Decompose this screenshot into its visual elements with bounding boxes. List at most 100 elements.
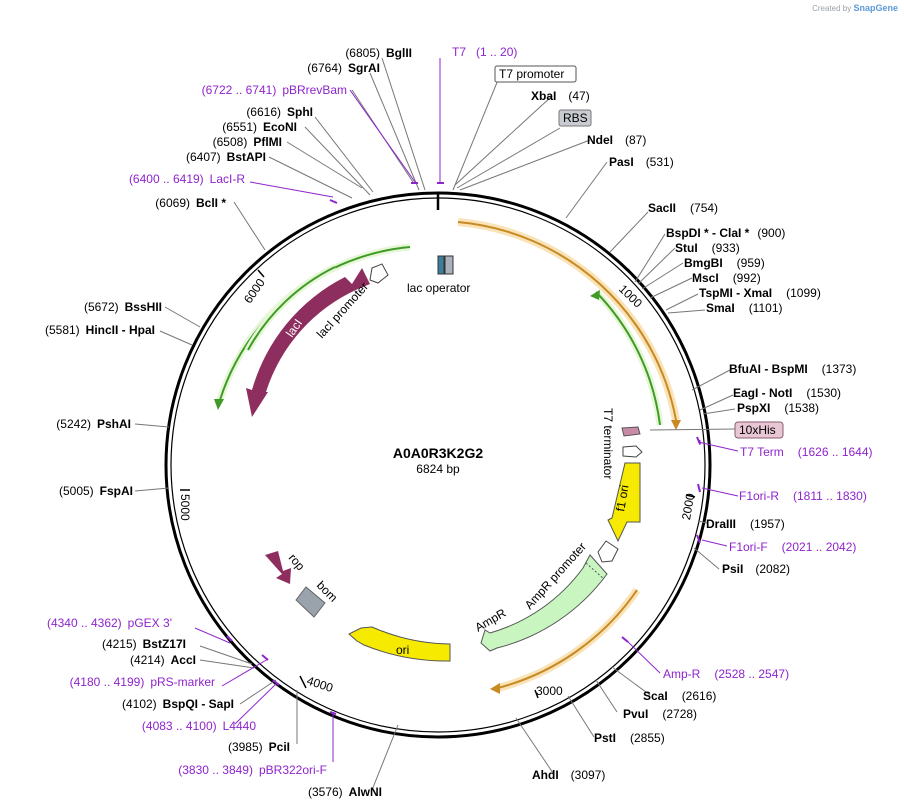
bstz17i-site[interactable]: BstZ17I [143,637,186,651]
green-arc-right [595,291,661,426]
svg-text:(6069)BclI *: (6069)BclI * [155,196,226,210]
primer-marks [226,182,701,715]
svg-text:T7 Term(1626 .. 1644): T7 Term(1626 .. 1644) [740,445,873,459]
ampr-promoter-marker[interactable] [597,540,619,563]
svg-text:AhdI(3097): AhdI(3097) [532,768,605,782]
svg-text:(6400 .. 6419)LacI-R: (6400 .. 6419)LacI-R [129,172,245,186]
ndei-site[interactable]: NdeI [587,133,613,147]
svg-text:XbaI(47): XbaI(47) [531,89,590,103]
svg-text:(4083 .. 4100)L4440: (4083 .. 4100)L4440 [142,719,256,733]
bspqi-site[interactable]: BspQI - SapI [163,697,234,711]
pspxi-site[interactable]: PspXI [737,401,770,415]
bstapi-site[interactable]: BstAPI [227,150,266,164]
ampr-primer-name[interactable]: Amp-R [663,667,701,681]
svg-text:(6616)SphI: (6616)SphI [246,105,313,119]
lac-operator-a[interactable] [437,255,445,275]
rbs-label[interactable]: RBS [563,111,588,125]
stui-site[interactable]: StuI [675,241,698,255]
pshai-site[interactable]: PshAI [97,417,131,431]
ampr-feature[interactable] [480,554,608,652]
tick-4000-mark [299,675,307,689]
laci-promoter-feature[interactable] [369,263,389,284]
svg-text:(3985)PciI: (3985)PciI [228,740,290,754]
laci-feature[interactable] [246,268,370,417]
ori-label: ori [396,643,409,657]
econi-site[interactable]: EcoNI [263,120,297,134]
pflmi-site[interactable]: PflMI [253,135,282,149]
pcii-site[interactable]: PciI [269,740,290,754]
sphi-site[interactable]: SphI [287,105,313,119]
credit-prefix: Created by [812,4,852,13]
msci-pos: (992) [733,271,761,285]
t7-name[interactable]: T7 [452,45,466,59]
bglii-site[interactable]: BglII [386,46,412,60]
his-label[interactable]: 10xHis [739,423,776,437]
alwni-site[interactable]: AlwNI [349,785,382,799]
pgex-range: (4340 .. 4362) [47,616,122,630]
sgrai-site[interactable]: SgrAI [348,61,380,75]
t7-promoter-label[interactable]: T7 promoter [499,67,564,81]
svg-text:BspDI * - ClaI *(900): BspDI * - ClaI *(900) [666,226,785,240]
sacii-site[interactable]: SacII [648,201,676,215]
f1orir-name[interactable]: F1ori-R [739,489,779,503]
psii-site[interactable]: PsiI [722,562,743,576]
pgex-name[interactable]: pGEX 3' [128,616,172,630]
eagi-site[interactable]: EagI - NotI [733,386,792,400]
l4440-name[interactable]: L4440 [223,719,257,733]
svg-text:MscI(992): MscI (992) [692,271,761,285]
xbai-site[interactable]: XbaI [531,89,556,103]
f1-ori-feature[interactable] [607,462,641,543]
t7term-name[interactable]: T7 Term [740,445,784,459]
svg-text:PasI(531): PasI(531) [609,155,674,169]
bmgbi-site[interactable]: BmgBI [684,256,723,270]
orange-arc-bottom-head [490,683,500,694]
t7-terminator-feature[interactable] [622,445,643,458]
rop-feature[interactable] [265,551,291,584]
lacir-name[interactable]: LacI-R [210,172,246,186]
bstapi-pos: (6407) [186,150,221,164]
svg-text:(6722 .. 6741)pBRrevBam: (6722 .. 6741) pBRrevBam [202,83,347,97]
rbs-box [558,109,592,127]
f1-ori-label: f1 ori [613,484,631,513]
hincii-site[interactable]: HincII - HpaI [86,323,155,337]
lac-operator-b[interactable] [444,255,454,275]
prs-name[interactable]: pRS-marker [150,675,215,689]
tspmi-site[interactable]: TspMI - XmaI [699,286,772,300]
snapgene-credit: Created by SnapGene [812,3,898,13]
fspai-site[interactable]: FspAI [100,484,133,498]
smai-site[interactable]: SmaI [706,301,735,315]
t7-terminator-label: T7 terminator [601,408,615,479]
pbrrevbam-range: (6722 .. 6741) [202,83,277,97]
svg-text:Amp-R(2528 .. 2547): Amp-R (2528 .. 2547) [663,667,789,681]
eagi-pos: (1530) [806,386,841,400]
his-tag-feature[interactable] [621,426,641,437]
draiii-site[interactable]: DraIII [706,517,736,531]
ahdi-site[interactable]: AhdI [532,768,559,782]
ori-feature[interactable] [348,626,451,662]
psti-site[interactable]: PstI [594,731,616,745]
acci-site[interactable]: AccI [171,653,196,667]
psii-pos: (2082) [755,562,790,576]
tick-1000-mark [627,268,636,279]
pasi-site[interactable]: PasI [609,155,634,169]
svg-text:(4214)AccI: (4214)AccI [130,653,196,667]
svg-text:PsiI(2082): PsiI (2082) [722,562,790,576]
svg-text:(4180 .. 4199)pRS-marker: (4180 .. 4199)pRS-marker [70,675,215,689]
bom-feature[interactable] [295,586,326,618]
pspxi-pos: (1538) [784,401,819,415]
f1orif-name[interactable]: F1ori-F [729,540,768,554]
svg-text:PstI(2855): PstI(2855) [594,731,665,745]
msci-site[interactable]: MscI [692,271,719,285]
bspdi-site[interactable]: BspDI * - ClaI * [666,226,750,240]
bsshii-site[interactable]: BssHII [125,300,162,314]
pbr322-name[interactable]: pBR322ori-F [259,763,327,777]
bfuai-site[interactable]: BfuAI - BspMI [729,362,808,376]
pvui-site[interactable]: PvuI [623,707,648,721]
scai-pos: (2616) [682,689,717,703]
svg-text:BmgBI(959): BmgBI(959) [684,256,765,270]
bcli-site[interactable]: BclI * [196,196,226,210]
ampr-primer-range: (2528 .. 2547) [714,667,789,681]
bspqi-pos: (4102) [122,697,157,711]
pbrrevbam-name[interactable]: pBRrevBam [282,83,347,97]
scai-site[interactable]: ScaI [643,689,668,703]
